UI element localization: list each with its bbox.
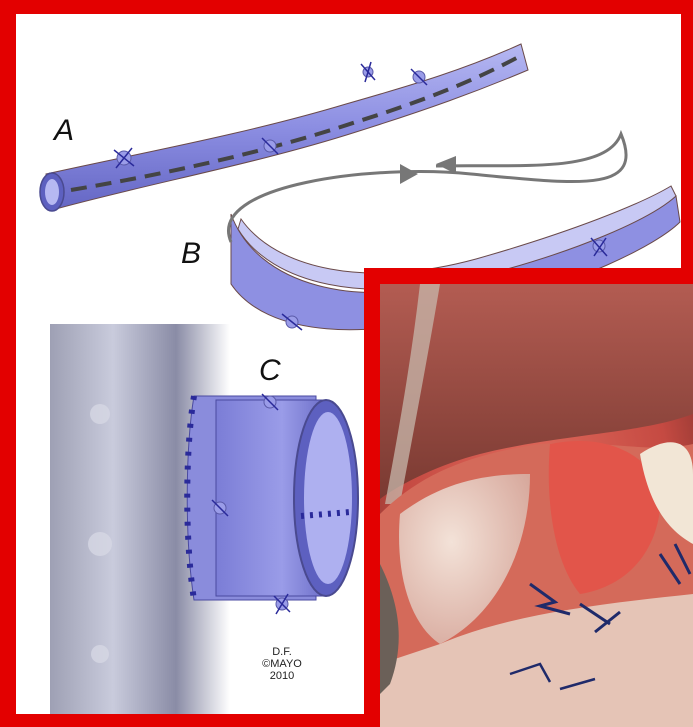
panel-label-a: A bbox=[54, 114, 74, 148]
panel-c-cuff-anastomosis bbox=[187, 394, 358, 614]
panel-a-vessel bbox=[40, 44, 528, 211]
suture-knot bbox=[411, 69, 427, 85]
surgical-photo bbox=[380, 284, 693, 727]
credit-line-2: ©MAYO bbox=[252, 658, 312, 670]
surgical-photo-drawing bbox=[380, 284, 693, 727]
credit-line-3: 2010 bbox=[252, 670, 312, 682]
panel-label-c: C bbox=[259, 354, 281, 388]
illustrator-credit: D.F. ©MAYO 2010 bbox=[252, 646, 312, 682]
credit-line-1: D.F. bbox=[252, 646, 312, 658]
suture-knot bbox=[361, 62, 375, 82]
panel-label-b: B bbox=[181, 237, 201, 271]
